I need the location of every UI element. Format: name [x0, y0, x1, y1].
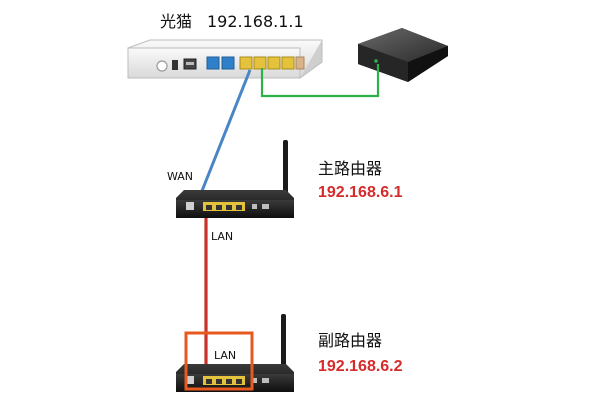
- sub-router-lan-label: LAN: [214, 349, 237, 362]
- modem-ip-label: 192.168.1.1: [207, 12, 304, 31]
- modem-name-label: 光猫: [160, 12, 193, 31]
- main-router-name-label: 主路由器: [318, 159, 383, 178]
- wan-port-label: WAN: [167, 170, 194, 183]
- main-router-ip-label: 192.168.6.1: [318, 184, 403, 201]
- tv-cable: [260, 64, 380, 98]
- tv-box-icon: [358, 28, 448, 82]
- sub-router-ip-label: 192.168.6.2: [318, 358, 403, 375]
- lan-port-highlight-box: [184, 331, 254, 391]
- wan-cable: [194, 69, 252, 207]
- optical-modem-icon: [127, 39, 323, 79]
- main-router-icon: [176, 140, 294, 218]
- main-router-lan-label: LAN: [211, 230, 234, 243]
- sub-router-name-label: 副路由器: [318, 331, 383, 350]
